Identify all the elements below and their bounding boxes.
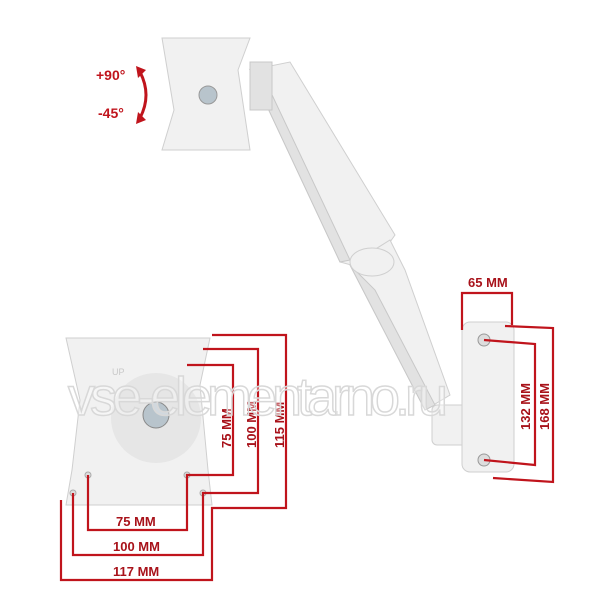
watermark: vse-elementarno.ru: [68, 367, 448, 427]
rotation-down-label: -45°: [98, 105, 124, 121]
rotation-up-label: +90°: [96, 67, 125, 83]
vesa-vertical-115-label: 115 MM: [272, 402, 287, 448]
wall-plate: [461, 321, 515, 473]
wall-width-label: 65 MM: [468, 275, 508, 290]
top-vesa-plate: [161, 37, 251, 151]
vesa-horizontal-75-label: 75 MM: [116, 514, 156, 529]
up-marking: UP: [112, 367, 125, 377]
wall-hole-spacing-label: 132 MM: [518, 383, 533, 430]
vesa-horizontal-117-label: 117 MM: [113, 564, 159, 579]
vesa-vertical-100-label: 100 MM: [244, 401, 259, 448]
wall-height-label: 168 MM: [537, 383, 552, 430]
vesa-vertical-75-label: 75 MM: [219, 408, 234, 448]
vesa-plate: UP: [65, 337, 213, 506]
vesa-horizontal-100-label: 100 MM: [113, 539, 160, 554]
rotation-arrow-icon: [138, 71, 148, 119]
